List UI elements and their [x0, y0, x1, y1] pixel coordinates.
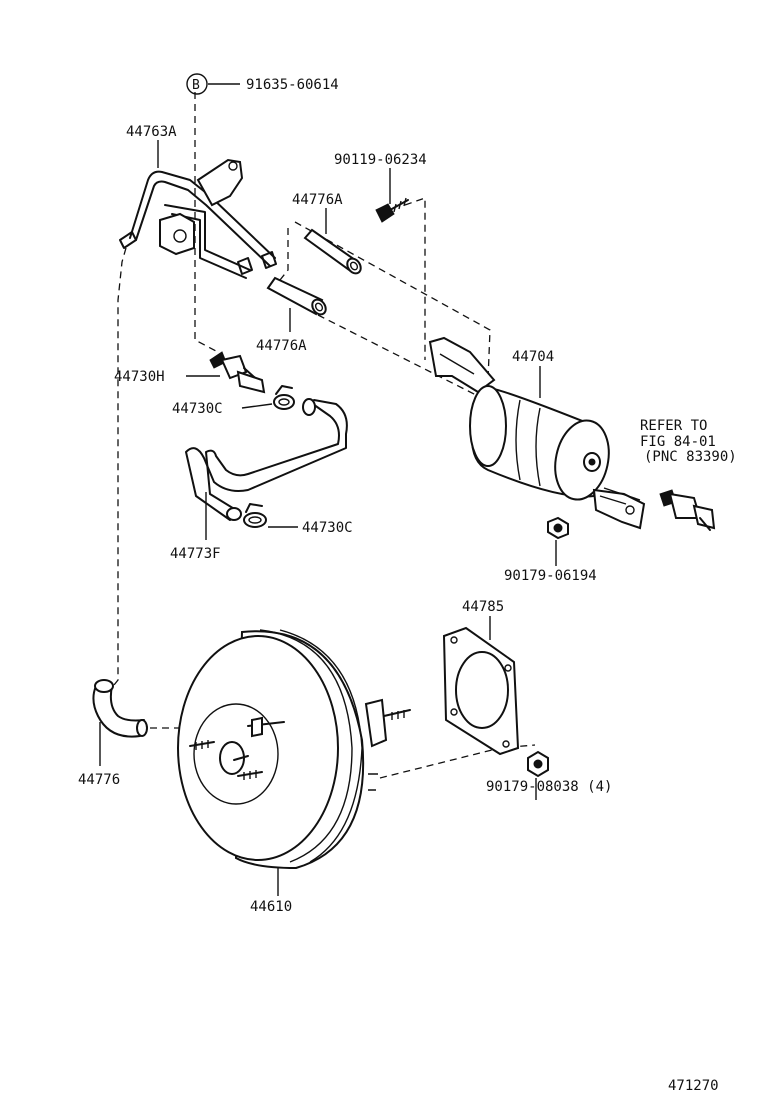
circle-b-label: B: [192, 78, 200, 93]
label-44776: 44776: [78, 772, 120, 788]
label-refer-line3: (PNC 83390): [644, 449, 737, 465]
label-44704: 44704: [512, 349, 554, 365]
gasket-44785: [442, 626, 520, 756]
brake-booster-44610: [177, 629, 411, 870]
hose-44776a-upper: [303, 228, 362, 275]
label-refer-line1: REFER TO: [640, 418, 707, 434]
clamp-44730c-top: [273, 385, 295, 410]
hose-44776: [92, 679, 148, 738]
nut-90179-06194: [547, 516, 569, 540]
vacuum-switch: [659, 489, 716, 531]
label-44763a: 44763A: [126, 124, 177, 140]
check-valve-44730h: [209, 351, 266, 394]
nut-90179-08038: [527, 750, 549, 778]
label-refer-line2: FIG 84-01: [640, 434, 716, 450]
clamp-44730c-bottom: [243, 503, 267, 528]
vacuum-tank-44704: [428, 336, 646, 530]
leader-lines: [99, 83, 557, 896]
hose-44773f: [185, 398, 348, 521]
label-91635-60614: 91635-60614: [246, 77, 339, 93]
label-44730h: 44730H: [114, 369, 165, 385]
label-44730c-bottom: 44730C: [302, 520, 353, 536]
bolt-90119: [375, 197, 409, 223]
vacuum-pipe-assembly: [119, 158, 277, 279]
label-44773f: 44773F: [170, 546, 221, 562]
label-90179-06194: 90179-06194: [504, 568, 597, 584]
part-labels: 91635-60614 44763A 90119-06234 44776A 44…: [78, 77, 737, 1094]
label-44730c-top: 44730C: [172, 401, 223, 417]
figure-number: 471270: [668, 1078, 719, 1094]
label-90119-06234: 90119-06234: [334, 152, 427, 168]
hose-44776a-lower: [266, 276, 327, 316]
label-44610: 44610: [250, 899, 292, 915]
label-44776a-bottom: 44776A: [256, 338, 307, 354]
label-44785: 44785: [462, 599, 504, 615]
label-90179-08038: 90179-08038 (4): [486, 779, 612, 795]
circled-b-marker: B: [186, 73, 208, 95]
label-44776a-top: 44776A: [292, 192, 343, 208]
